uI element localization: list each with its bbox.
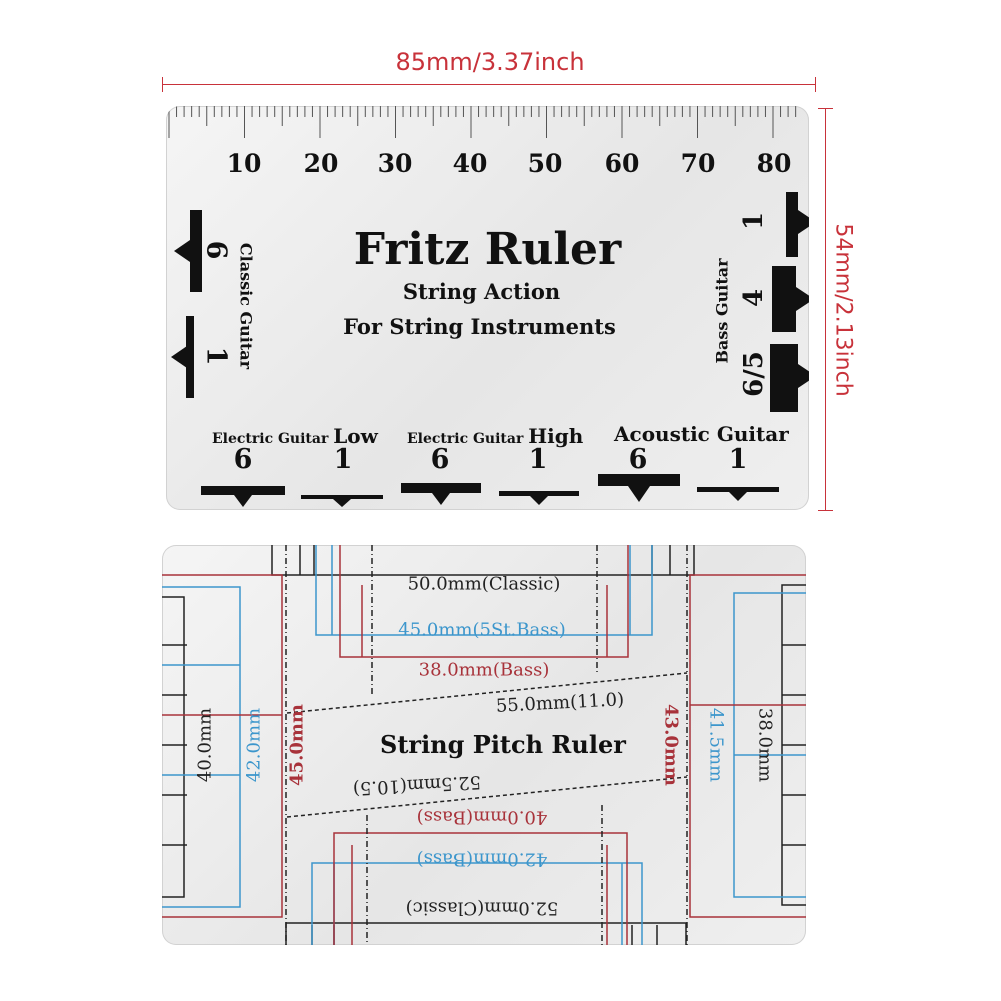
bass-string-1: 1 [739,211,769,231]
electric-low-label-text: Electric Guitar [212,431,329,447]
electric-high-6-gauge [401,483,481,493]
electric-low-6-pointer [234,495,252,507]
ruler-title: Fritz Ruler [353,224,622,275]
electric-high-string-1: 1 [528,444,548,475]
electric-high-1-pointer [530,496,548,505]
string-action-ruler-card: 10 20 30 40 50 60 70 80 Fritz Ruler Stri… [166,106,809,510]
ruler-ticks [168,106,797,138]
electric-high-label-text: Electric Guitar [407,431,524,447]
classic-1-gauge [186,316,194,398]
bass-1-pointer [798,210,809,234]
bass-65-gauge [770,344,798,412]
ruler-number: 70 [680,149,716,178]
electric-high-label: Electric Guitar High [407,424,583,448]
ruler-number: 20 [303,149,339,178]
ruler-number: 60 [604,149,640,178]
electric-low-label: Electric Guitar Low [212,424,378,448]
acoustic-6-gauge [598,474,680,486]
label-52mm-classic: 52.0mm(Classic) [405,897,559,919]
electric-low-string-6: 6 [233,444,253,475]
electric-low-variant: Low [333,424,378,448]
bass-guitar-label: Bass Guitar [712,258,732,364]
electric-high-1-gauge [499,491,579,496]
ruler-subtitle: String Action [402,279,561,304]
label-right-43mm: 43.0mm [660,704,682,786]
label-right-41-5mm: 41.5mm [705,707,727,783]
acoustic-6-pointer [628,486,650,502]
bass-65-pointer [798,364,809,388]
bass-4-gauge [772,266,796,332]
ruler-number: 40 [452,149,488,178]
label-38mm-bass: 38.0mm(Bass) [418,659,550,681]
label-50mm-classic: 50.0mm(Classic) [407,573,561,595]
electric-high-variant: High [528,424,584,448]
bass-4-pointer [796,287,809,311]
ruler-number: 30 [377,149,413,178]
ruler-number: 50 [527,149,563,178]
label-40mm-bass: 40.0mm(Bass) [416,806,548,828]
ruler-number: 80 [756,149,792,178]
bass-string-4: 4 [739,288,769,308]
acoustic-string-6: 6 [628,444,648,475]
label-left-40mm: 40.0mm [194,707,216,783]
label-left-42mm: 42.0mm [243,707,265,783]
classic-6-pointer [174,240,190,262]
classic-6-gauge [190,210,202,292]
height-dimension-line [818,108,833,511]
bass-1-gauge [786,192,798,257]
pitch-ruler-title: String Pitch Ruler [380,730,626,759]
acoustic-1-gauge [697,487,779,492]
pitch-ruler-lines [162,545,806,945]
bass-string-65: 6/5 [739,351,769,397]
acoustic-string-1: 1 [728,444,748,475]
acoustic-label: Acoustic Guitar [614,422,789,446]
label-42mm-bass: 42.0mm(Bass) [416,848,548,870]
width-dimension-line [162,77,816,92]
height-dimension-label: 54mm/2.13inch [830,223,856,397]
label-right-38mm: 38.0mm [754,707,776,783]
electric-low-1-pointer [333,499,351,507]
electric-low-string-1: 1 [333,444,353,475]
ruler-number: 10 [226,149,262,178]
classic-1-pointer [171,346,187,368]
electric-low-6-gauge [201,486,285,495]
acoustic-1-pointer [729,492,747,501]
classic-guitar-label: Classic Guitar [236,242,256,370]
electric-high-6-pointer [432,493,450,505]
ruler-subtitle-2: For String Instruments [343,314,616,339]
string-pitch-ruler-card: 50.0mm(Classic) 45.0mm(5St.Bass) 38.0mm(… [162,545,806,945]
width-dimension-label: 85mm/3.37inch [395,48,585,76]
classic-string-1: 1 [200,346,232,366]
label-45mm-5st-bass: 45.0mm(5St.Bass) [398,619,566,641]
electric-high-string-6: 6 [430,444,450,475]
label-left-45mm: 45.0mm [286,704,308,786]
classic-string-6: 6 [200,240,232,260]
electric-low-1-gauge [301,495,383,499]
